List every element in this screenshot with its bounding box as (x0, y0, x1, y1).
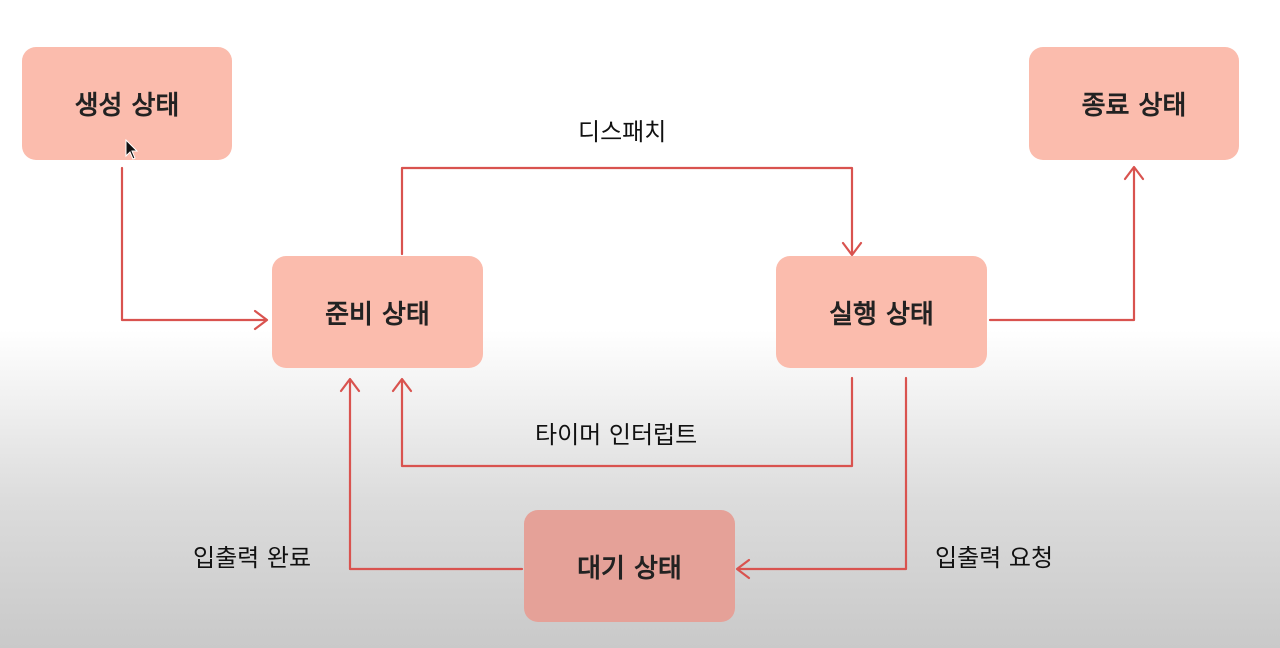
arrowhead-io-request (735, 558, 751, 580)
edge-created-to-ready (120, 166, 268, 322)
arrowhead-io-complete (339, 377, 361, 393)
arrowhead-timer-interrupt (391, 377, 413, 393)
label-dispatch: 디스패치 (578, 118, 667, 146)
edge-dispatch (400, 166, 854, 256)
node-waiting: 대기 상태 (524, 510, 735, 622)
mouse-cursor-icon (125, 139, 139, 160)
arrowhead-dispatch (841, 241, 863, 257)
label-io-complete: 입출력 완료 (193, 544, 312, 572)
label-io-request: 입출력 요청 (935, 544, 1054, 572)
edge-timer-interrupt (400, 376, 854, 468)
edge-io-complete (348, 378, 524, 571)
edge-io-request (736, 376, 908, 571)
arrowhead-created-to-ready (253, 309, 269, 331)
node-ready: 준비 상태 (272, 256, 483, 368)
label-timer-interrupt: 타이머 인터럽트 (535, 421, 698, 449)
edge-running-to-terminated (988, 166, 1136, 322)
node-running: 실행 상태 (776, 256, 987, 368)
node-terminated: 종료 상태 (1029, 47, 1239, 160)
arrowhead-running-to-terminated (1123, 165, 1145, 181)
